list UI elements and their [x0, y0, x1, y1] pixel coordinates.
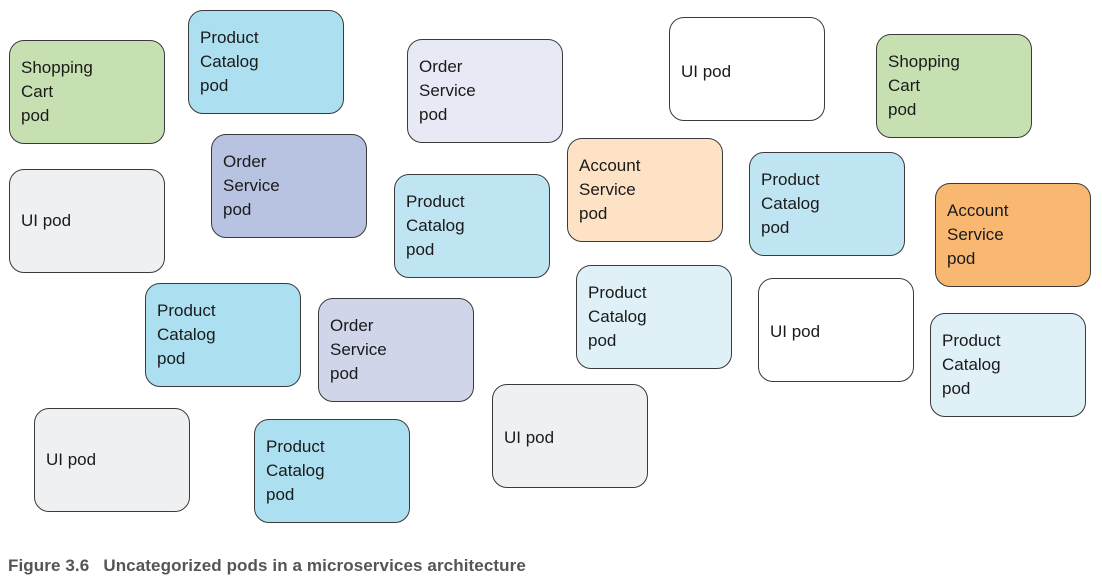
figure-number: Figure 3.6: [8, 556, 90, 575]
pod-product-catalog: Product Catalog pod: [749, 152, 905, 256]
pod-label: Order Service pod: [330, 316, 387, 383]
pod-account-service: Account Service pod: [567, 138, 723, 242]
pod-label: Order Service pod: [223, 152, 280, 219]
pod-label: Product Catalog pod: [588, 283, 647, 350]
pod-ui: UI pod: [9, 169, 165, 273]
pod-label: UI pod: [21, 211, 72, 230]
figure-caption: Figure 3.6 Uncategorized pods in a micros…: [8, 556, 526, 576]
pod-label: UI pod: [681, 62, 732, 81]
pod-label: UI pod: [770, 322, 821, 341]
pod-label: Product Catalog pod: [942, 331, 1001, 398]
pod-product-catalog: Product Catalog pod: [145, 283, 301, 387]
figure-caption-text: Uncategorized pods in a microservices ar…: [103, 556, 526, 575]
pod-ui: UI pod: [758, 278, 914, 382]
pod-label: Product Catalog pod: [266, 437, 325, 504]
pod-order-service: Order Service pod: [318, 298, 474, 402]
pod-label: Shopping Cart pod: [888, 52, 960, 119]
pod-label: Order Service pod: [419, 57, 476, 124]
pod-order-service: Order Service pod: [211, 134, 367, 238]
pod-product-catalog: Product Catalog pod: [930, 313, 1086, 417]
pod-label: UI pod: [504, 428, 555, 447]
pod-shopping-cart: Shopping Cart pod: [876, 34, 1032, 138]
pod-ui: UI pod: [669, 17, 825, 121]
pod-label: Shopping Cart pod: [21, 58, 93, 125]
pod-product-catalog: Product Catalog pod: [576, 265, 732, 369]
pod-product-catalog: Product Catalog pod: [254, 419, 410, 523]
pod-label: Account Service pod: [947, 201, 1009, 268]
pod-label: Product Catalog pod: [406, 192, 465, 259]
pod-label: Account Service pod: [579, 156, 641, 223]
pod-product-catalog: Product Catalog pod: [188, 10, 344, 114]
pod-product-catalog: Product Catalog pod: [394, 174, 550, 278]
pod-account-service: Account Service pod: [935, 183, 1091, 287]
pod-ui: UI pod: [34, 408, 190, 512]
pod-ui: UI pod: [492, 384, 648, 488]
pod-shopping-cart: Shopping Cart pod: [9, 40, 165, 144]
pod-label: UI pod: [46, 450, 97, 469]
pod-label: Product Catalog pod: [761, 170, 820, 237]
pod-order-service: Order Service pod: [407, 39, 563, 143]
pod-label: Product Catalog pod: [200, 28, 259, 95]
pod-label: Product Catalog pod: [157, 301, 216, 368]
